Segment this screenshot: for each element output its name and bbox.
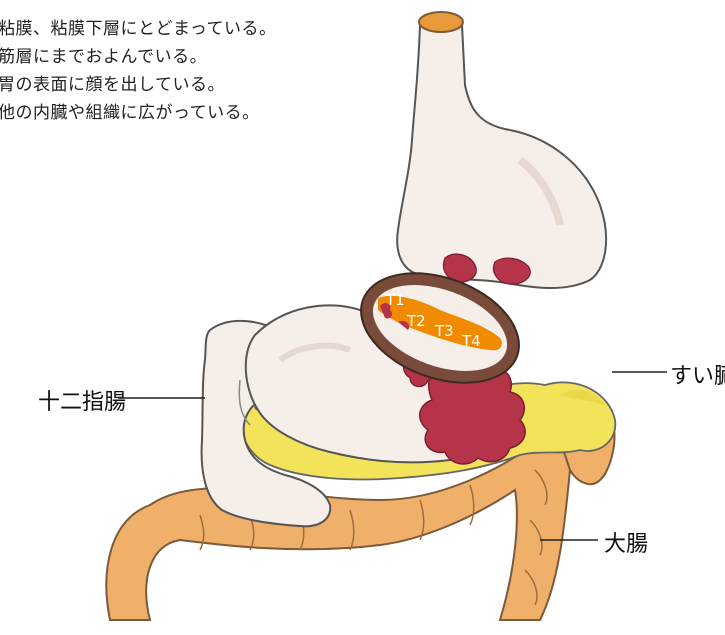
upper-stomach bbox=[397, 12, 606, 288]
pancreas-label: すい臓 bbox=[670, 358, 725, 390]
esophagus-opening bbox=[419, 12, 463, 32]
stage-label-t1: T1 bbox=[385, 291, 405, 309]
large-intestine-label: 大腸 bbox=[604, 526, 648, 558]
duodenum-label: 十二指腸 bbox=[38, 384, 126, 416]
stage-label-t2: T2 bbox=[406, 312, 426, 330]
stage-label-t4: T4 bbox=[461, 332, 481, 350]
stage-label-t3: T3 bbox=[434, 322, 454, 340]
